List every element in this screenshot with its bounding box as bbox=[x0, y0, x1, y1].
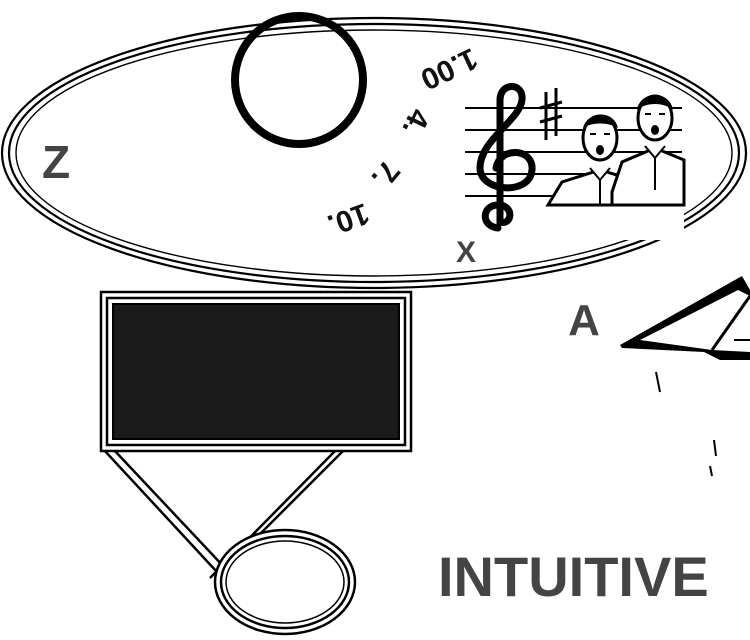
scale-label-100: 1.00 bbox=[416, 41, 483, 96]
open-circle bbox=[231, 12, 367, 148]
title-intuitive: INTUITIVE bbox=[438, 545, 709, 608]
label-x: X bbox=[456, 236, 476, 269]
singer-icon bbox=[610, 94, 686, 207]
label-z: Z bbox=[42, 136, 70, 188]
filled-box bbox=[99, 290, 413, 453]
music-singers-icon bbox=[462, 83, 686, 240]
small-ellipse bbox=[213, 528, 357, 636]
scale-label-7: 7. bbox=[365, 154, 406, 194]
scale-label-10: 10. bbox=[323, 196, 373, 241]
top-ellipse bbox=[0, 16, 748, 290]
rotated-scale: 1.00 4. 7. 10. bbox=[323, 41, 482, 241]
scale-label-4: 4. bbox=[395, 104, 435, 141]
arrow-shape bbox=[620, 276, 750, 477]
label-a: A bbox=[568, 296, 600, 345]
